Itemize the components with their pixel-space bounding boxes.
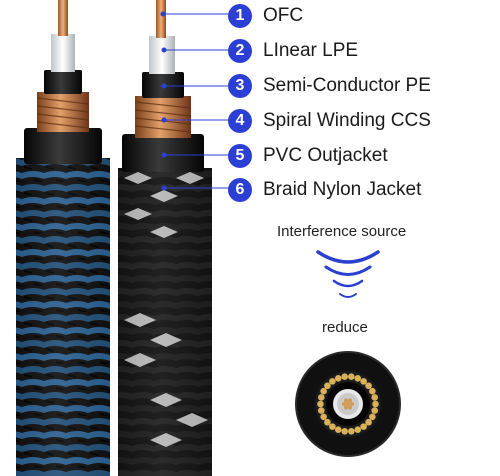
layer-number-badge: 1 xyxy=(228,4,252,28)
layer-name: Spiral Winding CCS xyxy=(263,110,431,131)
layer-label-lpe: 2 LInear LPE xyxy=(228,37,358,65)
interference-source-label: Interference source xyxy=(277,223,407,240)
left-ofc-conductor xyxy=(58,0,68,36)
layer-number-badge: 2 xyxy=(228,39,252,63)
right-lpe xyxy=(149,36,175,74)
cable-right xyxy=(118,0,212,476)
layer-label-semiconductor-pe: 3 Semi-Conductor PE xyxy=(228,72,431,100)
leader-lines xyxy=(163,13,230,189)
layer-name: Semi-Conductor PE xyxy=(263,75,431,96)
layer-name: LInear LPE xyxy=(263,40,359,61)
layer-label-braid-nylon: 6 Braid Nylon Jacket xyxy=(228,176,421,204)
interference-wave-icon xyxy=(316,250,380,298)
left-lpe xyxy=(51,34,75,72)
left-semiconductor-pe xyxy=(44,70,82,94)
cable-cross-section-icon xyxy=(295,351,401,457)
layer-label-spiral-winding: 4 Spiral Winding CCS xyxy=(228,107,431,135)
layer-number-badge: 4 xyxy=(228,109,252,133)
layer-number-badge: 3 xyxy=(228,74,252,98)
left-pvc-jacket xyxy=(24,128,102,164)
layer-number-badge: 5 xyxy=(228,144,252,168)
left-ccs-winding xyxy=(37,92,89,132)
layer-name: PVC Outjacket xyxy=(263,145,388,166)
layer-number-badge: 6 xyxy=(228,178,252,202)
layer-name: Braid Nylon Jacket xyxy=(263,179,422,200)
layer-label-ofc: 1 OFC xyxy=(228,2,303,30)
cable-left xyxy=(16,0,110,476)
layer-label-pvc-outjacket: 5 PVC Outjacket xyxy=(228,142,388,170)
right-ofc-conductor xyxy=(156,0,166,38)
layer-name: OFC xyxy=(263,5,304,26)
reduce-label: reduce xyxy=(322,319,368,336)
